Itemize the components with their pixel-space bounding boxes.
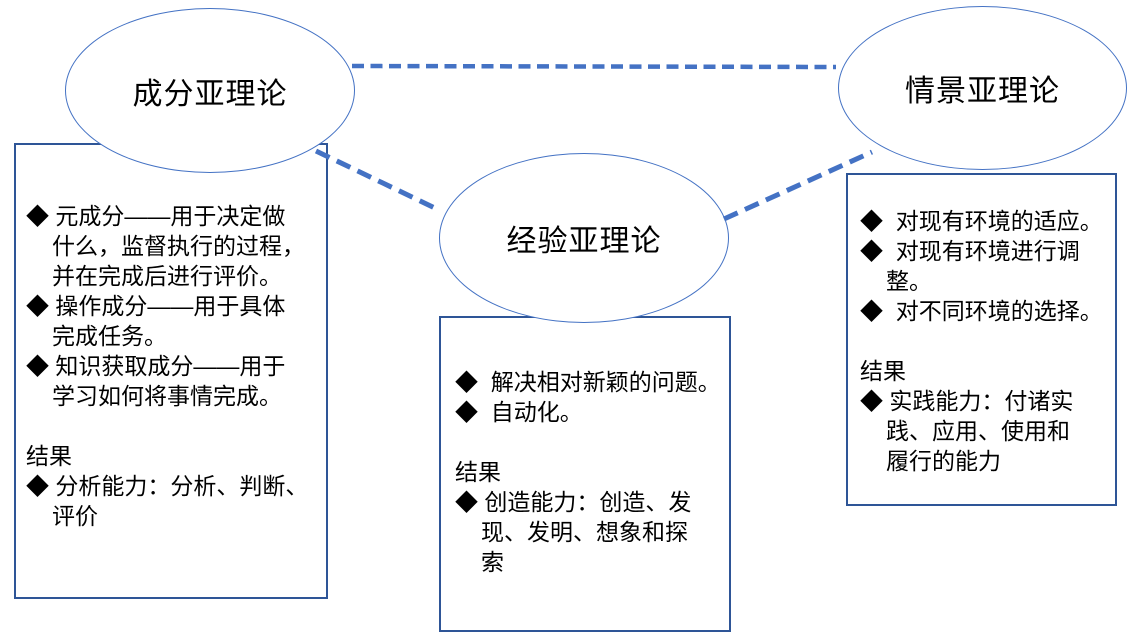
- result-label: 结果: [26, 443, 72, 469]
- componential-title: 成分亚理论: [132, 77, 288, 111]
- experiential-details-box: ◆ 解决相对新颖的问题。 ◆ 自动化。 结果 ◆ 创造能力：创造、发 现、发明、…: [439, 316, 731, 632]
- text-line: 整。: [886, 268, 932, 294]
- text-line: ◆ 对不同环境的选择。: [860, 298, 1103, 324]
- text-line: ◆ 创造能力：创造、发: [455, 489, 692, 515]
- experiential-ellipse: 经验亚理论: [439, 153, 729, 323]
- text-line: ◆ 解决相对新颖的问题。: [455, 369, 721, 395]
- contextual-details-box: ◆ 对现有环境的适应。 ◆ 对现有环境进行调 整。 ◆ 对不同环境的选择。 结果…: [846, 173, 1117, 506]
- text-line: ◆ 对现有环境进行调: [860, 238, 1080, 264]
- text-line: 索: [481, 549, 504, 575]
- text-line: ◆ 自动化。: [455, 399, 583, 425]
- componential-ellipse: 成分亚理论: [65, 8, 355, 173]
- blank-line: [455, 427, 725, 457]
- connector-componential-contextual: [351, 63, 837, 70]
- text-line: ◆ 元成分——用于决定做: [26, 203, 286, 229]
- text-line: ◆ 分析能力：分析、判断、: [26, 473, 309, 499]
- contextual-title: 情景亚理论: [905, 75, 1060, 108]
- text-line: ◆ 知识获取成分——用于: [26, 353, 286, 379]
- text-line: 评价: [52, 503, 98, 529]
- text-line: 完成任务。: [52, 323, 167, 349]
- contextual-ellipse: 情景亚理论: [838, 6, 1127, 170]
- text-line: 践、应用、使用和: [886, 418, 1070, 444]
- text-line: 学习如何将事情完成。: [52, 383, 282, 409]
- result-label: 结果: [455, 459, 501, 485]
- experiential-title: 经验亚理论: [506, 225, 662, 258]
- text-line: 什么，监督执行的过程，: [52, 233, 305, 259]
- text-line: ◆ 对现有环境的适应。: [860, 208, 1103, 234]
- blank-line: [26, 411, 322, 441]
- text-line: ◆ 实践能力：付诸实: [860, 388, 1074, 414]
- componential-details-box: ◆ 元成分——用于决定做 什么，监督执行的过程， 并在完成后进行评价。 ◆ 操作…: [14, 143, 328, 599]
- text-line: ◆ 操作成分——用于具体: [26, 293, 286, 319]
- blank-line: [860, 326, 1111, 356]
- connector-componential-experiential: [314, 148, 439, 212]
- result-label: 结果: [860, 358, 906, 384]
- text-line: 现、发明、想象和探: [481, 519, 688, 545]
- text-line: 履行的能力: [886, 448, 1001, 474]
- text-line: 并在完成后进行评价。: [52, 263, 282, 289]
